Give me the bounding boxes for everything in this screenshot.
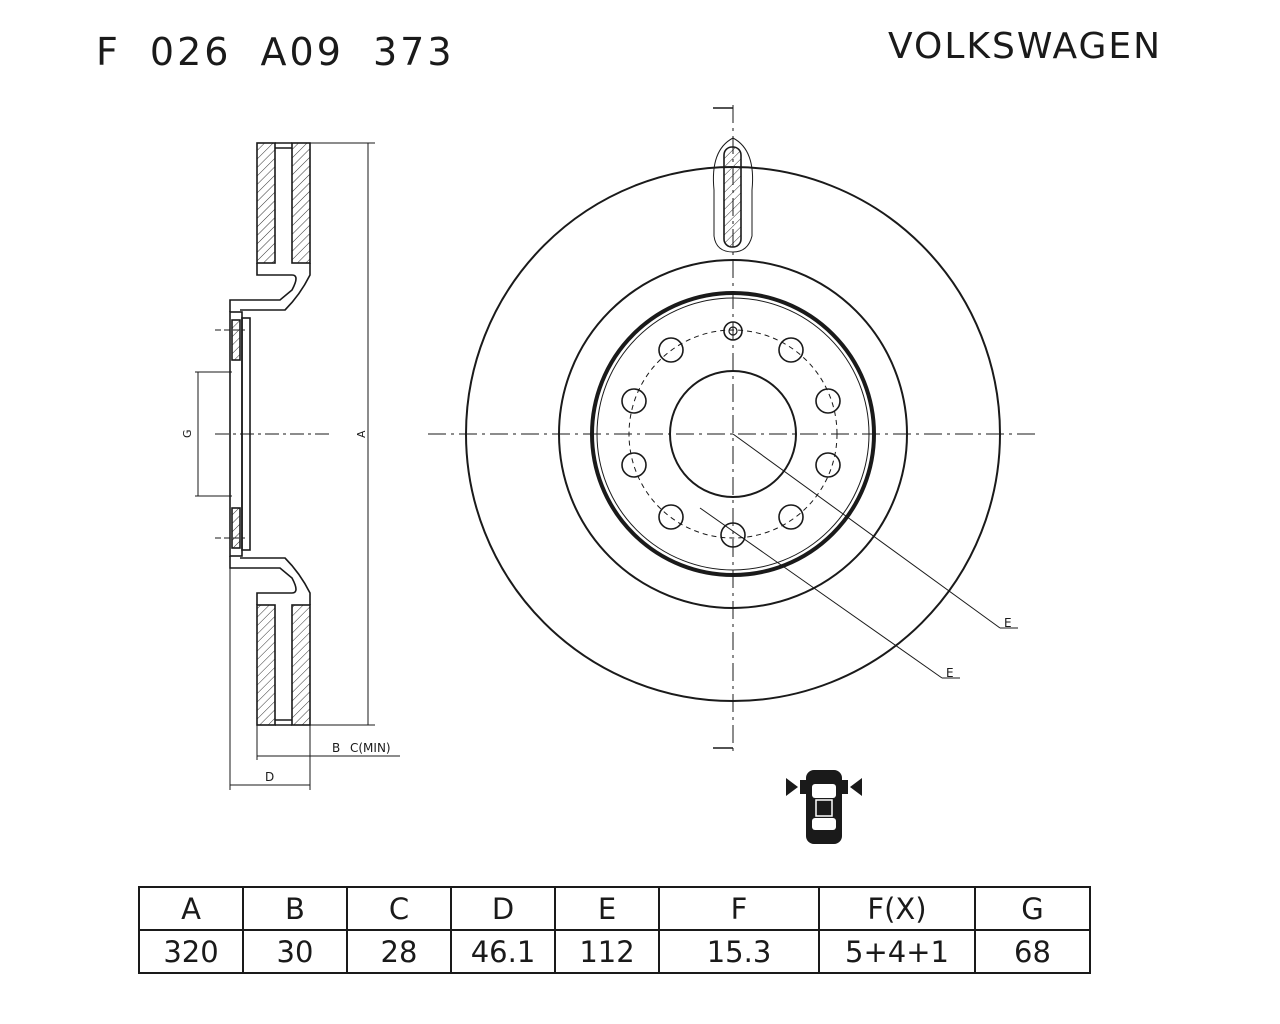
label-E-upper: E	[1004, 616, 1012, 630]
side-section-view	[195, 142, 400, 790]
table-value-cell: 68	[974, 929, 1091, 974]
table-header-cell: C	[346, 886, 452, 931]
table-header-cell: B	[242, 886, 348, 931]
car-front-axle-icon	[786, 770, 862, 844]
label-D: D	[265, 770, 274, 784]
brand-name: VOLKSWAGEN	[888, 26, 1163, 67]
table-value-cell: 46.1	[450, 929, 556, 974]
front-view	[428, 105, 1035, 752]
table-value-cell: 320	[138, 929, 244, 974]
table-value-cell: 5+4+1	[818, 929, 976, 974]
label-A: A	[355, 430, 368, 438]
table-header-cell: G	[974, 886, 1091, 931]
table-header-row: A B C D E F F(X) G	[138, 886, 1091, 931]
table-value-cell: 112	[554, 929, 660, 974]
table-header-cell: F	[658, 886, 820, 931]
table-row: 320 30 28 46.1 112 15.3 5+4+1 68	[138, 929, 1091, 974]
part-number: F 026 A09 373	[96, 30, 455, 74]
table-value-cell: 28	[346, 929, 452, 974]
label-B: B	[332, 741, 340, 755]
table-value-cell: 30	[242, 929, 348, 974]
specification-table: A B C D E F F(X) G 320 30 28 46.1 112 15…	[138, 886, 1091, 974]
label-G: G	[181, 429, 194, 438]
table-value-cell: 15.3	[658, 929, 820, 974]
label-C-min: C(MIN)	[350, 741, 391, 755]
table-header-cell: D	[450, 886, 556, 931]
table-header-cell: E	[554, 886, 660, 931]
table-header-cell: F(X)	[818, 886, 976, 931]
table-header-cell: A	[138, 886, 244, 931]
label-E-lower: E	[946, 666, 954, 680]
